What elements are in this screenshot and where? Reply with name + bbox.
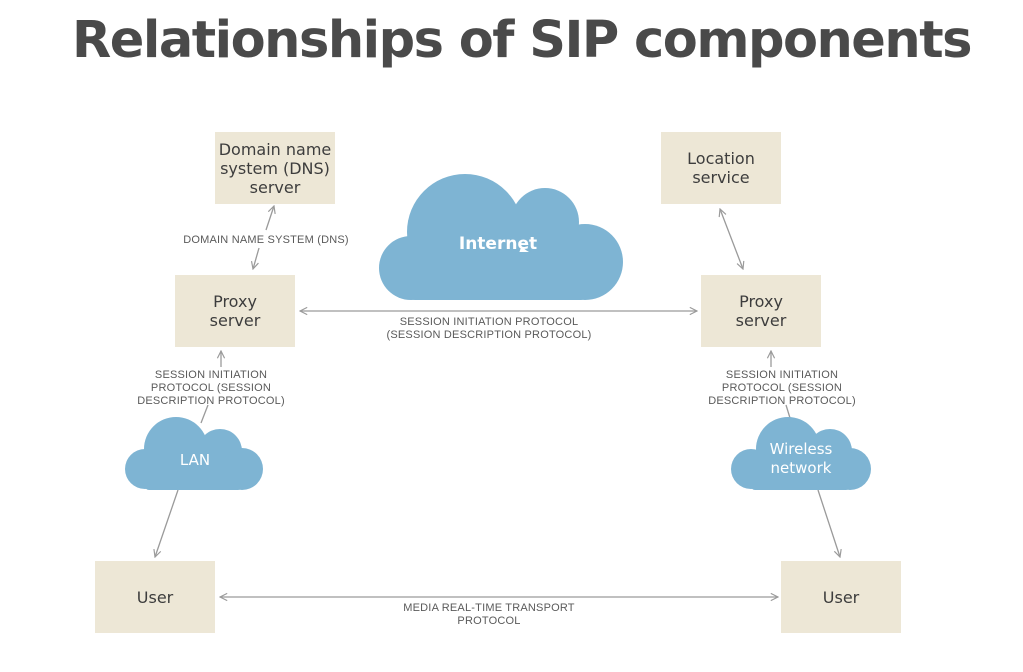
- dns-server-label: Domain name system (DNS) server: [218, 139, 332, 197]
- user-left-label: User: [136, 587, 174, 607]
- lan-cloud: [125, 417, 263, 490]
- lan-label: LAN: [179, 451, 211, 469]
- sip-center-caption: SESSION INITIATION PROTOCOL (SESSION DES…: [386, 316, 592, 341]
- sip-right-caption: SESSION INITIATION PROTOCOL (SESSION DES…: [708, 369, 856, 407]
- proxy-server-left-box: Proxy server: [175, 275, 295, 347]
- arrow-dns-to-dns-server: [265, 206, 274, 231]
- dns-server-box: Domain name system (DNS) server: [215, 132, 335, 204]
- internet-label: Internet: [458, 234, 538, 254]
- arrow-wireless-to-user-right: [817, 489, 840, 557]
- proxy-server-right-label: Proxy server: [735, 292, 787, 330]
- arrow-lan-to-sip-left: [200, 404, 209, 424]
- arrow-location-to-proxy-right: [720, 209, 743, 269]
- page-title: Relationships of SIP components: [72, 11, 972, 70]
- user-right-box: User: [781, 561, 901, 633]
- internet-cloud: [379, 174, 623, 300]
- wireless-network-cloud: [731, 417, 871, 490]
- user-left-box: User: [95, 561, 215, 633]
- arrow-wireless-to-sip-right: [785, 404, 791, 419]
- media-rtp-caption: MEDIA REAL-TIME TRANSPORT PROTOCOL: [403, 602, 575, 627]
- user-right-label: User: [822, 587, 860, 607]
- location-service-label: Location service: [687, 149, 755, 187]
- dns-protocol-caption: DOMAIN NAME SYSTEM (DNS): [183, 234, 349, 246]
- wireless-network-label: Wireless network: [769, 440, 833, 477]
- arrow-lan-to-user-left: [155, 489, 179, 557]
- sip-left-caption: SESSION INITIATION PROTOCOL (SESSION DES…: [137, 369, 285, 407]
- arrow-dns-to-proxy-left: [253, 247, 260, 269]
- location-service-box: Location service: [661, 132, 781, 204]
- proxy-server-right-box: Proxy server: [701, 275, 821, 347]
- proxy-server-left-label: Proxy server: [209, 292, 261, 330]
